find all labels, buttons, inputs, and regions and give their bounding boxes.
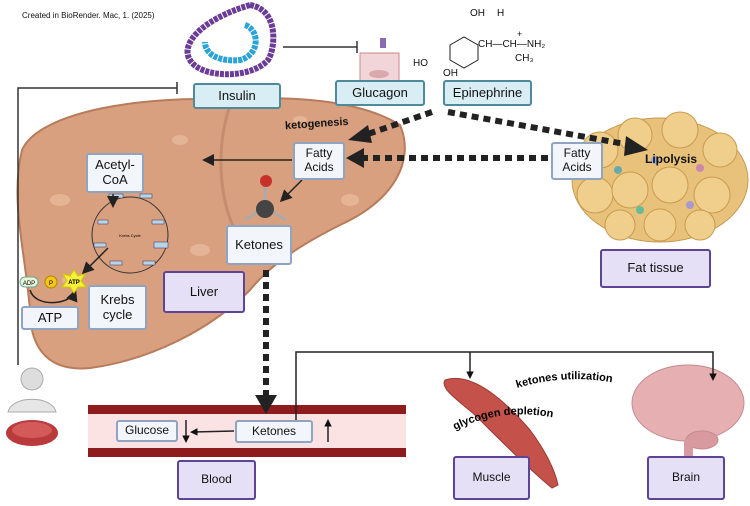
liver-ketones-box: Ketones (226, 225, 292, 265)
brain-label-box: Brain (647, 456, 725, 500)
oxygen-atom (260, 175, 272, 187)
formula-ho: HO (413, 58, 428, 69)
adp-label: ADP (23, 281, 35, 287)
svg-text:ketones utilization: ketones utilization (515, 370, 614, 391)
diet-inhibits-insulin-line (17, 82, 178, 365)
epinephrine-box: Epinephrine (443, 80, 532, 106)
acetyl-coa-box: Acetyl-CoA (86, 153, 144, 193)
formula-oh: OH (470, 8, 485, 19)
meat-icon (6, 420, 58, 446)
blood-ketones-box: Ketones (235, 420, 313, 443)
lipolysis-label: Lipolysis (645, 152, 698, 166)
krebs-cycle-box: Krebs cycle (88, 285, 147, 330)
insulin-box: Insulin (193, 83, 281, 109)
carbon-atom (256, 200, 274, 218)
hormone-to-lipolysis-arrow (447, 109, 631, 148)
insulin-illustration (184, 2, 277, 78)
phosphate-label: P (49, 281, 53, 287)
person-icon (7, 367, 57, 413)
glucagon-box: Glucagon (335, 80, 425, 106)
fatty-acids-to-ketone-arrow (279, 179, 303, 203)
ketones-distribution-line (295, 351, 717, 420)
insulin-inhibits-glucagon-line (283, 41, 358, 53)
glucose-box: Glucose (116, 420, 178, 442)
epinephrine-structure (449, 36, 479, 69)
formula-plus: + (517, 29, 523, 39)
krebs-cycle-diagram (91, 196, 169, 274)
formula-chain: CH—CH—NH₂ (478, 39, 546, 50)
fat-tissue-illustration (571, 111, 749, 243)
formula-ch3: CH₃ (515, 53, 534, 64)
blood-label-box: Blood (177, 460, 256, 500)
liver-fatty-acids-box: Fatty Acids (293, 142, 345, 180)
atp-box: ATP (21, 306, 79, 330)
ketones-to-glucose-arrow (190, 428, 235, 436)
krebs-to-atp-arrow (81, 247, 109, 275)
fat-tissue-label-box: Fat tissue (600, 249, 711, 288)
blood-vessel-illustration (88, 405, 406, 457)
brain-illustration (631, 364, 745, 458)
krebs-center-label: Krebs Cycle (119, 233, 141, 238)
biorender-credit: Created in BioRender. Mac, 1. (2025) (22, 11, 155, 20)
formula-oh2: OH (443, 68, 458, 79)
atp-burst-label: ATP (68, 280, 80, 286)
fat-fatty-acids-box: Fatty Acids (551, 142, 603, 180)
formula-h: H (497, 8, 505, 19)
liver-label-box: Liver (163, 271, 245, 313)
ketones-utilization-label: ketones utilization (515, 370, 614, 391)
muscle-label-box: Muscle (453, 456, 530, 500)
